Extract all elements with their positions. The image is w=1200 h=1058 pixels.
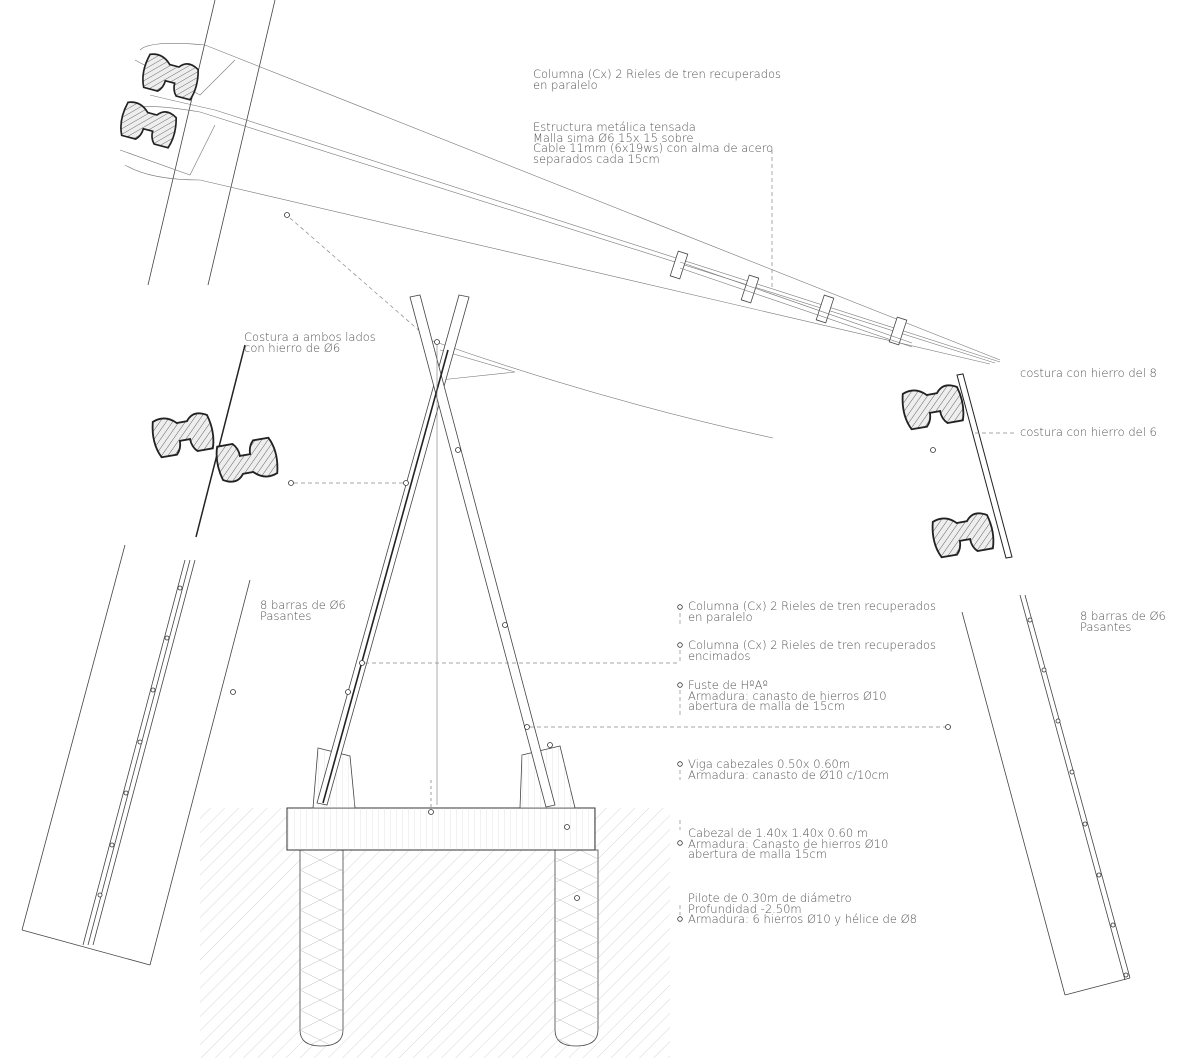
piles	[299, 849, 599, 1047]
label-top-column: Columna (Cx) 2 Rieles de tren recuperado…	[533, 67, 782, 92]
label-seam-both-sides: Costura a ambos lados con hierro de Ø6	[244, 330, 376, 355]
label-seam-6: costura con hierro del 6	[1020, 425, 1157, 439]
label-column-stacked: Columna (Cx) 2 Rieles de tren recuperado…	[688, 638, 937, 663]
left-rail-section	[149, 344, 281, 538]
label-seam-8: costura con hierro del 8	[1020, 366, 1157, 380]
cable-anchor	[439, 349, 516, 381]
label-bullets	[677, 604, 683, 922]
label-pile-cap: Cabezal de 1.40x 1.40x 0.60 m Armadura: …	[688, 826, 889, 861]
leader-dots	[230, 339, 951, 901]
label-beam: Viga cabezales 0.50x 0.60m Armadura: can…	[688, 757, 890, 782]
right-rail-section	[899, 373, 1015, 560]
label-bars-right: 8 barras de Ø6 Pasantes	[1080, 609, 1166, 634]
label-tensioned-structure: Estructura metálica tensada Malla sima Ø…	[533, 120, 774, 166]
a-frame-columns	[316, 294, 556, 808]
label-shaft: Fuste de HºAº Armadura: canasto de hierr…	[688, 678, 887, 713]
right-bar-band	[961, 594, 1131, 996]
tension-cable	[429, 339, 774, 439]
label-bars-left: 8 barras de Ø6 Pasantes	[260, 598, 346, 623]
label-column-parallel: Columna (Cx) 2 Rieles de tren recuperado…	[688, 599, 937, 624]
label-pile: Pilote de 0.30m de diámetro Profundidad …	[688, 891, 917, 926]
top-pole-assembly	[116, 0, 1001, 365]
left-bar-band	[21, 544, 251, 966]
